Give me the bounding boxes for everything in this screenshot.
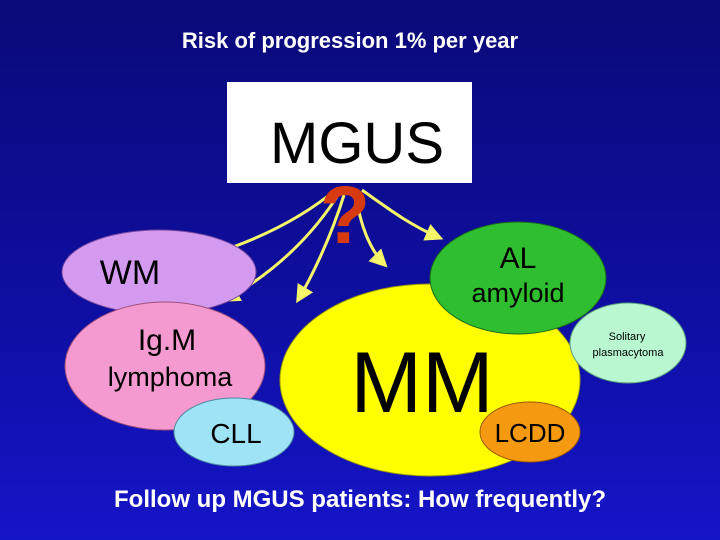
igm-label-line1: Ig.M bbox=[138, 324, 196, 357]
cll-label: CLL bbox=[210, 418, 261, 449]
solitary-plasmacytoma-ellipse bbox=[569, 302, 687, 384]
al-label-line2: amyloid bbox=[471, 278, 564, 308]
al-amyloid-ellipse bbox=[429, 221, 607, 335]
wm-label: WM bbox=[100, 254, 160, 292]
mgus-box bbox=[227, 82, 472, 183]
slide-title: Risk of progression 1% per year bbox=[181, 28, 519, 53]
slide-footer: Follow up MGUS patients: How frequently? bbox=[114, 486, 606, 513]
solitary-label-line1: Solitary bbox=[609, 331, 646, 343]
igm-lymphoma-ellipse bbox=[64, 301, 266, 431]
mgus-label: MGUS bbox=[270, 111, 444, 176]
lcdd-label: LCDD bbox=[495, 418, 566, 448]
cll-ellipse bbox=[173, 397, 295, 467]
question-mark: ? bbox=[320, 170, 370, 261]
mm-label: MM bbox=[350, 335, 493, 431]
arrow-to-cll bbox=[296, 194, 346, 304]
al-label-line1: AL bbox=[500, 242, 537, 275]
lcdd-ellipse bbox=[479, 401, 581, 463]
igm-label-line2: lymphoma bbox=[108, 362, 234, 392]
arrow-to-al bbox=[361, 188, 444, 241]
solitary-label-line2: plasmacytoma bbox=[593, 347, 665, 359]
arrow-to-mm bbox=[354, 194, 388, 268]
